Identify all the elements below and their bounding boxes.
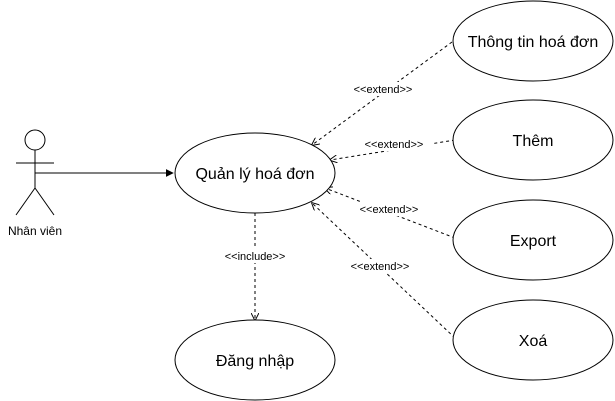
- usecase-them: Thêm: [452, 99, 614, 181]
- stereo-extend-info: <<extend>>: [354, 84, 413, 96]
- edge-extend-export: [325, 188, 456, 239]
- usecase-them-label: Thêm: [513, 133, 554, 150]
- usecase-dang-nhap: Đăng nhập: [174, 319, 336, 401]
- usecase-export-label: Export: [510, 233, 557, 250]
- usecase-thong-tin-hoa-don: Thông tin hoá đơn: [452, 0, 614, 82]
- usecase-dang-nhap-label: Đăng nhập: [216, 353, 294, 370]
- stereo-extend-add-group: <<extend>>: [354, 137, 434, 151]
- usecase-quan-ly-hoa-don-label: Quản lý hoá đơn: [195, 166, 314, 183]
- actor-right-leg: [34, 187, 55, 216]
- stereo-extend-delete-group: <<extend>>: [340, 259, 420, 273]
- usecase-thong-tin-hoa-don-label: Thông tin hoá đơn: [468, 34, 599, 51]
- stereo-extend-export: <<extend>>: [360, 204, 419, 216]
- usecase-xoa: Xoá: [452, 299, 614, 381]
- actor-head: [24, 129, 46, 151]
- usecase-quan-ly-hoa-don: Quản lý hoá đơn: [174, 132, 336, 214]
- stereo-extend-add: <<extend>>: [365, 139, 424, 151]
- stereo-extend-info-group: <<extend>>: [343, 82, 423, 96]
- stereo-extend-delete: <<extend>>: [351, 261, 410, 273]
- usecase-export: Export: [452, 199, 614, 281]
- stereo-extend-export-group: <<extend>>: [349, 202, 429, 216]
- actor-label: Nhân viên: [8, 224, 62, 238]
- stereo-include-login: <<include>>: [225, 251, 286, 263]
- actor-nhan-vien: Nhân viên: [8, 129, 62, 238]
- usecase-xoa-label: Xoá: [519, 333, 548, 350]
- actor-left-leg: [15, 187, 36, 216]
- stereo-include-login-group: <<include>>: [214, 249, 298, 263]
